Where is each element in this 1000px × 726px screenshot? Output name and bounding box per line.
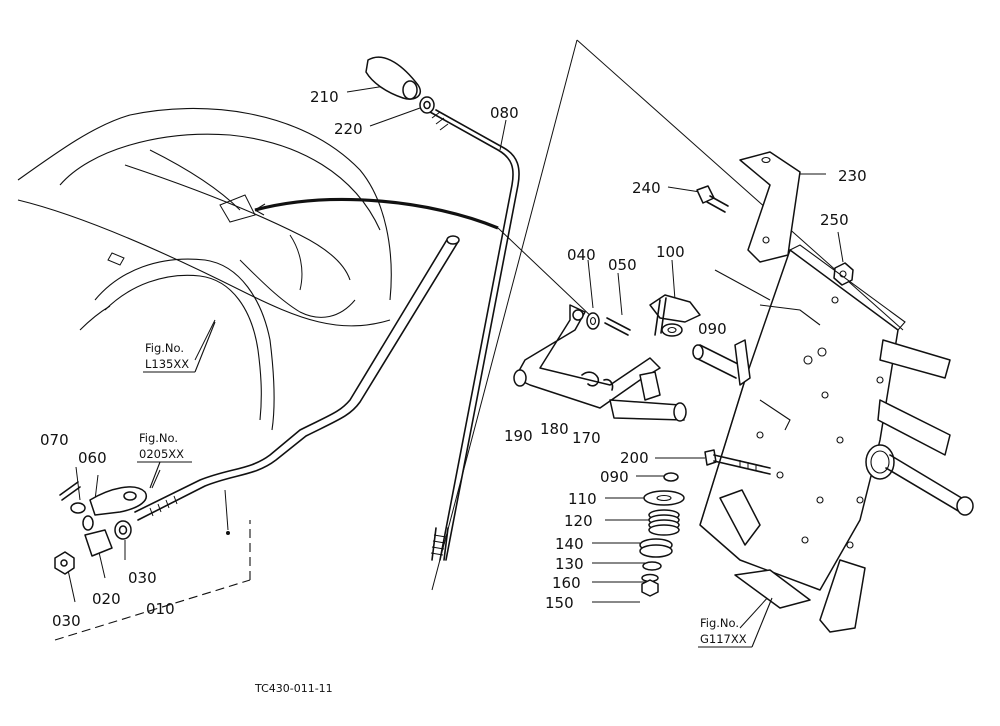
callout-220: 220 [334, 120, 363, 138]
knob-210 [365, 56, 422, 100]
callout-100: 100 [656, 243, 685, 261]
leader-lines [54, 39, 904, 641]
lever-080 [429, 109, 520, 561]
callout-070: 070 [40, 431, 69, 449]
callout-170: 170 [572, 429, 601, 447]
callout-020: 020 [92, 590, 121, 608]
washer-040 [586, 312, 600, 330]
figref-l135-number: L135XX [145, 357, 189, 371]
point-mark [226, 531, 230, 535]
bolt-200 [704, 449, 771, 475]
callout-040: 040 [567, 246, 596, 264]
part-020-block [82, 515, 113, 557]
callout-080: 080 [490, 104, 519, 122]
rod-010 [134, 235, 460, 521]
callout-200: 200 [620, 449, 649, 467]
callout-210: 210 [310, 88, 339, 106]
callout-230: 230 [838, 167, 867, 185]
callout-250: 250 [820, 211, 849, 229]
callout-030-right: 030 [128, 569, 157, 587]
washer-090-top [661, 323, 683, 337]
figref-g117-number: G117XX [700, 632, 747, 646]
figref-0205-label: Fig.No. [139, 431, 178, 445]
nut-250 [833, 262, 854, 286]
figref-l135-label: Fig.No. [145, 341, 184, 355]
washer-220 [419, 96, 435, 114]
figref-g117: Fig.No. G117XX [698, 597, 773, 648]
part-060-joint [70, 486, 147, 516]
callout-120: 120 [564, 512, 593, 530]
callout-140: 140 [555, 535, 584, 553]
callout-130: 130 [555, 555, 584, 573]
callout-labels: 210 220 080 230 240 250 040 050 100 090 … [40, 88, 867, 630]
frame-plate [692, 244, 974, 633]
figref-0205-number: 0205XX [139, 447, 184, 461]
callout-150: 150 [545, 594, 574, 612]
callout-190: 190 [504, 427, 533, 445]
lever-190 [513, 304, 661, 409]
callout-180: 180 [540, 420, 569, 438]
fender-outline [17, 107, 392, 431]
part-070-pin [59, 481, 81, 501]
drawing-code: TC430-011-11 [254, 682, 333, 695]
callout-030-left: 030 [52, 612, 81, 630]
callout-050: 050 [608, 256, 637, 274]
figref-g117-label: Fig.No. [700, 616, 739, 630]
figref-0205: Fig.No. 0205XX [137, 431, 192, 489]
callout-090-bottom: 090 [600, 468, 629, 486]
callout-160: 160 [552, 574, 581, 592]
clip-180 [581, 371, 614, 391]
callout-240: 240 [632, 179, 661, 197]
spring-stack [639, 472, 685, 597]
part-100-plate [649, 294, 701, 336]
cable [254, 197, 499, 230]
callout-090-top: 090 [698, 320, 727, 338]
part-030-nuts [54, 520, 132, 575]
pin-050 [604, 317, 631, 336]
bracket-230 [739, 151, 801, 263]
callout-010: 010 [146, 600, 175, 618]
callout-060: 060 [78, 449, 107, 467]
shaft-170 [609, 371, 687, 422]
bolt-240 [696, 185, 729, 213]
figref-l135: Fig.No. L135XX [143, 321, 216, 373]
callout-110: 110 [568, 490, 597, 508]
